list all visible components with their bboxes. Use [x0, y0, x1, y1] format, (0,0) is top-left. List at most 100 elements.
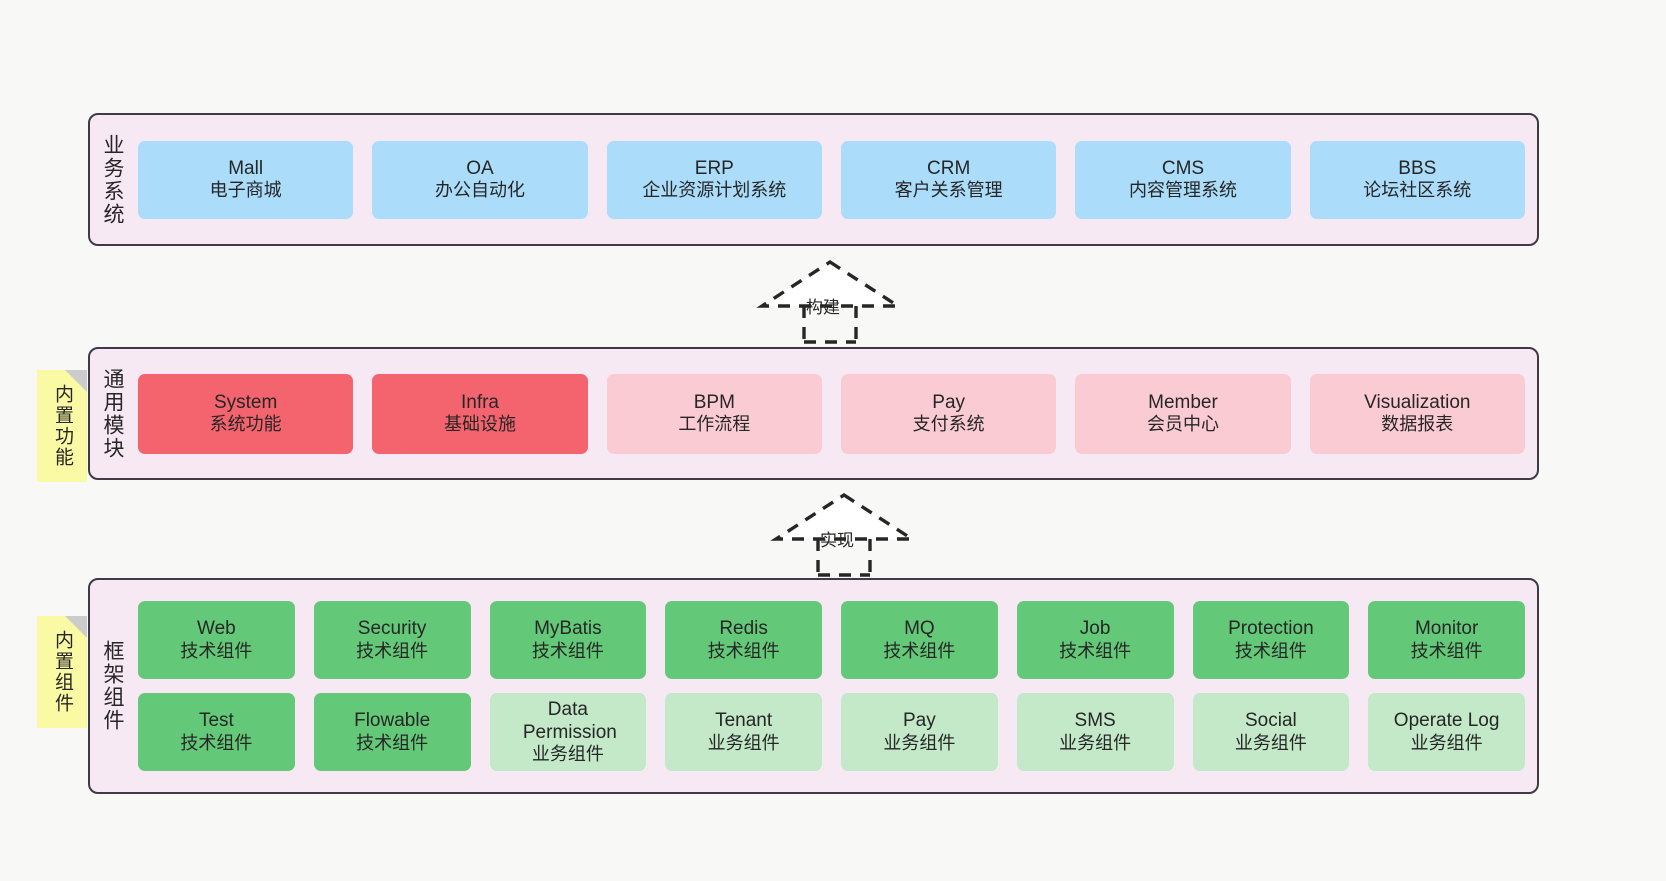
node-crm[interactable]: CRM 客户关系管理 — [840, 140, 1057, 219]
node-job[interactable]: Job 技术组件 — [1016, 601, 1174, 679]
node-title: Member — [1148, 391, 1218, 413]
node-subtitle: 技术组件 — [356, 640, 429, 661]
node-redis[interactable]: Redis 技术组件 — [665, 601, 822, 679]
layer-body-framework-components: Web 技术组件 Security 技术组件 MyBatis 技术组件 Redi… — [134, 580, 1537, 792]
node-security[interactable]: Security 技术组件 — [313, 601, 471, 679]
node-data-permission[interactable]: Data Permission 业务组件 — [489, 693, 647, 771]
node-row: Test 技术组件 Flowable 技术组件 Data Permission … — [138, 693, 1525, 771]
node-cms[interactable]: CMS 内容管理系统 — [1075, 140, 1291, 219]
note-fold-corner-icon — [65, 370, 87, 392]
node-sms[interactable]: SMS 业务组件 — [1016, 693, 1174, 771]
node-title: Social — [1245, 710, 1297, 732]
node-monitor[interactable]: Monitor 技术组件 — [1368, 601, 1525, 679]
node-subtitle: 技术组件 — [1234, 640, 1307, 661]
node-subtitle: 论坛社区系统 — [1363, 180, 1472, 201]
node-operate-log[interactable]: Operate Log 业务组件 — [1368, 693, 1525, 771]
node-subtitle: 技术组件 — [707, 640, 780, 661]
node-visualization[interactable]: Visualization 数据报表 — [1309, 373, 1525, 454]
node-subtitle: 技术组件 — [1059, 640, 1132, 661]
node-title: MyBatis — [534, 618, 602, 640]
node-member[interactable]: Member 会员中心 — [1075, 373, 1291, 454]
node-subtitle: 业务组件 — [883, 732, 956, 753]
node-title: Test — [198, 710, 234, 732]
node-subtitle: 技术组件 — [356, 732, 429, 753]
node-title: CRM — [927, 157, 971, 179]
note-label: 内置功能 — [51, 384, 73, 468]
note-builtin-components: 内置组件 — [37, 616, 87, 728]
node-protection[interactable]: Protection 技术组件 — [1192, 601, 1350, 679]
node-subtitle: 业务组件 — [1410, 732, 1483, 753]
layer-business-systems: 业务系统 Mall 电子商城 OA 办公自动化 ERP 企业资源计划系统 CRM… — [88, 113, 1539, 246]
node-row: System 系统功能 Infra 基础设施 BPM 工作流程 Pay 支付系统… — [138, 373, 1525, 454]
layer-common-modules: 通用模块 System 系统功能 Infra 基础设施 BPM 工作流程 Pay… — [88, 347, 1539, 480]
node-row: Web 技术组件 Security 技术组件 MyBatis 技术组件 Redi… — [138, 601, 1525, 679]
node-title: Tenant — [715, 710, 773, 732]
note-fold-corner-icon — [65, 616, 87, 638]
node-title: Web — [197, 618, 236, 640]
node-web[interactable]: Web 技术组件 — [138, 601, 295, 679]
node-subtitle: 业务组件 — [531, 744, 604, 765]
node-title: Protection — [1228, 618, 1314, 640]
node-subtitle: 会员中心 — [1146, 414, 1219, 435]
node-subtitle: 数据报表 — [1381, 414, 1454, 435]
node-bbs[interactable]: BBS 论坛社区系统 — [1309, 140, 1525, 219]
node-test[interactable]: Test 技术组件 — [138, 693, 295, 771]
node-pay-component[interactable]: Pay 业务组件 — [841, 693, 998, 771]
layer-body-business-systems: Mall 电子商城 OA 办公自动化 ERP 企业资源计划系统 CRM 客户关系… — [134, 115, 1537, 244]
node-title: Pay — [932, 391, 966, 413]
node-subtitle: 系统功能 — [209, 414, 282, 435]
node-title: SMS — [1074, 710, 1116, 732]
node-subtitle: 基础设施 — [443, 414, 516, 435]
node-title: Visualization — [1364, 391, 1471, 413]
node-row: Mall 电子商城 OA 办公自动化 ERP 企业资源计划系统 CRM 客户关系… — [138, 140, 1525, 219]
layer-title-business-systems: 业务系统 — [101, 133, 125, 226]
node-erp[interactable]: ERP 企业资源计划系统 — [606, 140, 822, 219]
node-title: MQ — [904, 618, 935, 640]
node-mq[interactable]: MQ 技术组件 — [841, 601, 998, 679]
node-subtitle: 技术组件 — [180, 640, 253, 661]
node-title: Mall — [228, 157, 264, 179]
node-title: Job — [1079, 618, 1111, 640]
node-subtitle: 电子商城 — [209, 180, 282, 201]
node-subtitle: 内容管理系统 — [1128, 180, 1237, 201]
connector-implement: 实现 — [770, 491, 918, 577]
layer-title-common-modules: 通用模块 — [101, 367, 125, 460]
dashed-hollow-triangle-arrow-icon — [756, 259, 904, 344]
node-bpm[interactable]: BPM 工作流程 — [606, 373, 822, 454]
node-title: BBS — [1398, 157, 1437, 179]
node-tenant[interactable]: Tenant 业务组件 — [665, 693, 822, 771]
node-title: Data Permission — [522, 698, 617, 744]
node-title: OA — [466, 157, 494, 179]
node-subtitle: 业务组件 — [1234, 732, 1307, 753]
node-title: Operate Log — [1393, 710, 1500, 732]
node-title: System — [213, 391, 278, 413]
node-system[interactable]: System 系统功能 — [138, 373, 354, 454]
node-title: Infra — [460, 391, 499, 413]
node-flowable[interactable]: Flowable 技术组件 — [313, 693, 471, 771]
node-title: Flowable — [354, 710, 431, 732]
node-infra[interactable]: Infra 基础设施 — [372, 373, 588, 454]
node-social[interactable]: Social 业务组件 — [1192, 693, 1350, 771]
node-pay-module[interactable]: Pay 支付系统 — [840, 373, 1057, 454]
node-title: CMS — [1161, 157, 1205, 179]
node-subtitle: 企业资源计划系统 — [642, 180, 787, 201]
node-title: Pay — [903, 710, 936, 732]
node-title: BPM — [693, 391, 735, 413]
node-subtitle: 客户关系管理 — [894, 180, 1003, 201]
node-subtitle: 业务组件 — [1059, 732, 1132, 753]
layer-framework-components: 框架组件 Web 技术组件 Security 技术组件 MyBatis 技术组件… — [88, 578, 1539, 794]
node-subtitle: 工作流程 — [678, 414, 751, 435]
node-subtitle: 技术组件 — [1410, 640, 1483, 661]
node-title: Redis — [719, 618, 768, 640]
node-subtitle: 技术组件 — [883, 640, 956, 661]
node-subtitle: 支付系统 — [912, 414, 985, 435]
node-oa[interactable]: OA 办公自动化 — [372, 140, 588, 219]
node-mall[interactable]: Mall 电子商城 — [138, 140, 354, 219]
layer-body-common-modules: System 系统功能 Infra 基础设施 BPM 工作流程 Pay 支付系统… — [134, 349, 1537, 478]
note-builtin-features: 内置功能 — [37, 370, 87, 482]
connector-label-build: 构建 — [806, 298, 840, 317]
node-mybatis[interactable]: MyBatis 技术组件 — [489, 601, 647, 679]
connector-build: 构建 — [756, 258, 904, 344]
node-subtitle: 技术组件 — [531, 640, 604, 661]
